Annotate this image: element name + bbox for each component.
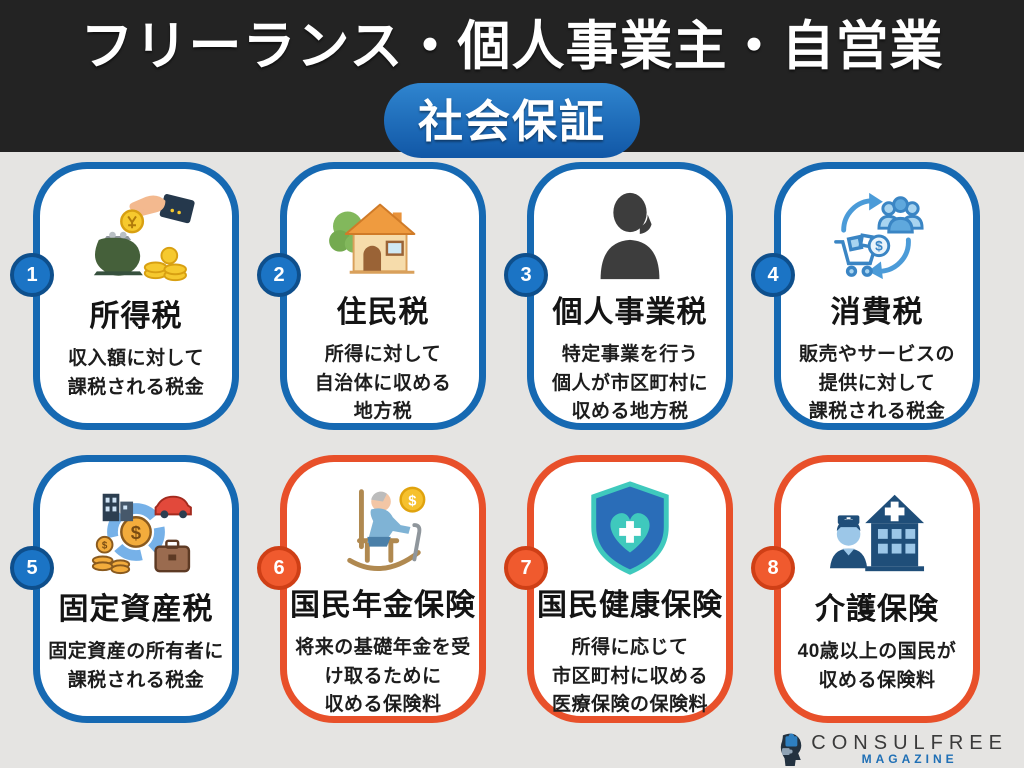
number-badge: 1: [10, 253, 54, 297]
shopping-cycle-icon: $: [818, 187, 936, 285]
card-resident-tax: 2 住民税 所得に対して 自治体に収める 地方税: [257, 162, 486, 430]
card-title: 住民税: [336, 296, 430, 329]
number-badge: 3: [504, 253, 548, 297]
card-care-insurance: 8 介護保険 40歳以上の国民が 収める保険料: [751, 455, 980, 723]
coin-purse-icon: [77, 187, 195, 289]
card-description: 所得に応じて 市区町村に収める 医療保険の保険料: [551, 637, 708, 715]
card-description: 特定事業を行う 個人が市区町村に 収める地方税: [551, 344, 708, 422]
logo-subtitle: MAGAZINE: [861, 752, 958, 766]
card-description: 将来の基礎年金を受 け取るために 収める保険料: [295, 637, 471, 715]
svg-text:$: $: [875, 239, 883, 254]
card-consumption-tax: 4: [751, 162, 980, 430]
person-silhouette-icon: [571, 187, 689, 285]
card-description: 固定資産の所有者に 課税される税金: [48, 641, 224, 691]
number-badge: 2: [257, 253, 301, 297]
card-title: 国民年金保険: [290, 589, 476, 622]
number-badge: 4: [751, 253, 795, 297]
card-national-health-insurance: 7 国民健康保険 所得に応じて 市区町村に収める 医療保険の保険料: [504, 455, 733, 723]
card-title: 所得税: [89, 300, 183, 333]
logo-text: CONSULFREE MAGAZINE: [811, 732, 1008, 766]
card-income-tax: 1 所得税 収入額に対して 課税される税金: [10, 162, 239, 430]
card-title: 国民健康保険: [537, 589, 723, 622]
consulfree-logo: CONSULFREE MAGAZINE: [771, 731, 1008, 767]
head-puzzle-icon: [771, 731, 805, 767]
card-property-tax: 5 $: [10, 455, 239, 723]
card-title: 個人事業税: [552, 296, 708, 329]
page-title: フリーランス・個人事業主・自営業: [80, 17, 944, 76]
svg-text:$: $: [131, 522, 142, 543]
health-shield-icon: [571, 480, 689, 578]
logo-name: CONSULFREE: [811, 732, 1008, 754]
svg-text:$: $: [408, 493, 416, 509]
card-title: 固定資産税: [58, 593, 214, 626]
svg-text:$: $: [102, 541, 108, 552]
pension-rocking-chair-icon: $: [324, 480, 442, 578]
card-description: 40歳以上の国民が 収める保険料: [797, 641, 957, 691]
card-personal-business-tax: 3 個人事業税 特定事業を行う 個人が市区町村に 収める地方税: [504, 162, 733, 430]
card-description: 販売やサービスの 提供に対して 課税される税金: [798, 344, 955, 422]
card-description: 所得に対して 自治体に収める 地方税: [314, 344, 452, 422]
card-title: 介護保険: [815, 593, 939, 626]
nurse-hospital-icon: [818, 480, 936, 582]
house-icon: [324, 187, 442, 285]
number-badge: 5: [10, 546, 54, 590]
social-security-badge: 社会保証: [383, 83, 640, 158]
fixed-assets-icon: $ $: [77, 480, 195, 582]
card-description: 収入額に対して 課税される税金: [67, 348, 205, 398]
number-badge: 6: [257, 546, 301, 590]
footer: CONSULFREE MAGAZINE: [0, 723, 1024, 767]
cards-grid: 1 所得税 収入額に対して 課税される税金: [0, 152, 1024, 723]
card-national-pension: 6 $ 国民年金保険 将来の基礎年金を受 け取るために 収める保険料: [257, 455, 486, 723]
header-banner: フリーランス・個人事業主・自営業 社会保証: [0, 0, 1024, 158]
number-badge: 7: [504, 546, 548, 590]
number-badge: 8: [751, 546, 795, 590]
card-title: 消費税: [830, 296, 924, 329]
